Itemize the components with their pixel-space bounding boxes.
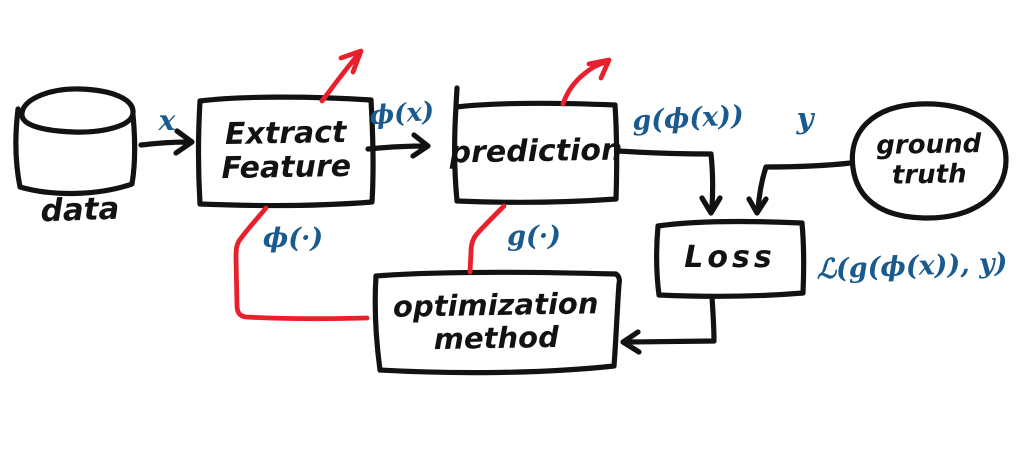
prediction-node-label: prediction bbox=[449, 132, 623, 171]
ground-truth-line1: ground bbox=[876, 129, 982, 162]
loss-node-label: Loss bbox=[684, 239, 776, 275]
arrow-prediction-to-loss bbox=[615, 148, 723, 216]
data-cylinder-top bbox=[19, 86, 136, 135]
prediction-box bbox=[452, 85, 620, 205]
loss-expression-label: ℒ(g(ϕ(x)), y) bbox=[816, 248, 1008, 286]
arrow-groundtruth-to-loss bbox=[746, 160, 854, 216]
edge-label-phi-x: ϕ(x) bbox=[368, 96, 436, 132]
ground-truth-line2: truth bbox=[891, 159, 967, 191]
red-link-optimization-to-prediction bbox=[467, 203, 507, 275]
extract-feature-line1: Extract bbox=[224, 114, 347, 152]
extract-feature-node-label: Extract Feature bbox=[198, 97, 374, 204]
red-link-optimization-to-extract bbox=[233, 205, 370, 322]
edge-label-g-dot: g(·) bbox=[507, 221, 561, 253]
edge-label-x: x bbox=[158, 103, 176, 137]
optimization-line2: method bbox=[433, 319, 560, 357]
extract-feature-box bbox=[195, 94, 376, 209]
edge-label-g-phi-x: g(ϕ(x)) bbox=[631, 100, 745, 138]
arrow-data-to-extract bbox=[138, 128, 195, 156]
red-arrow-extract-up bbox=[319, 48, 364, 104]
edge-label-phi-dot: ϕ(·) bbox=[262, 223, 324, 255]
loss-box bbox=[654, 218, 807, 299]
extract-feature-line2: Feature bbox=[221, 148, 352, 187]
optimization-method-box bbox=[372, 269, 622, 376]
red-arrow-prediction-up bbox=[560, 57, 612, 107]
arrow-loss-to-optimization bbox=[620, 294, 717, 355]
edge-label-y: y bbox=[796, 101, 814, 136]
ground-truth-node-label: ground truth bbox=[853, 107, 1005, 216]
ground-truth-ellipse bbox=[849, 101, 1009, 221]
optimization-node-label: optimization method bbox=[373, 274, 619, 370]
arrow-extract-to-prediction bbox=[365, 132, 431, 159]
data-cylinder-body bbox=[13, 106, 138, 197]
optimization-line1: optimization bbox=[392, 285, 599, 324]
data-node-label: data bbox=[39, 190, 120, 230]
